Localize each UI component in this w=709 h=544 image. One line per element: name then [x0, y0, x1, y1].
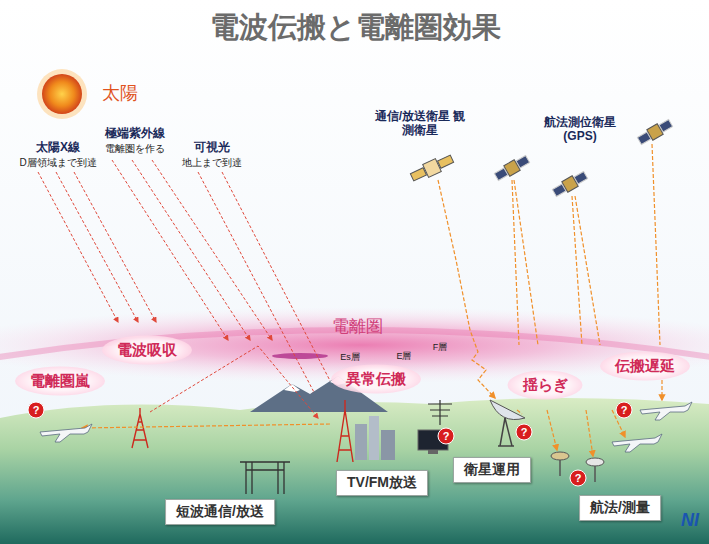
logo: NI [681, 510, 699, 531]
ray-name: 極端紫外線 [105, 127, 165, 141]
node-text: TV/FM放送 [347, 474, 417, 492]
effect-oval: 電波吸収 [102, 336, 192, 365]
node-text: 揺らぎ [523, 376, 568, 395]
radio-tower [132, 408, 148, 448]
question-mark: ? [28, 402, 45, 419]
sun-label: 太陽 [102, 83, 138, 104]
effect-oval: 伝搬遅延 [600, 352, 690, 381]
effect-oval: 揺らぎ [508, 371, 583, 400]
application-box: 航法/測量 [579, 495, 661, 521]
ray-note: 地上まで到達 [182, 157, 242, 169]
sun [37, 69, 87, 119]
node-text: 電波吸収 [117, 341, 177, 360]
layer-label: Es層 [340, 352, 360, 362]
node-text: 電離圏嵐 [30, 372, 90, 391]
effect-oval: 異常伝搬 [331, 365, 421, 394]
question-mark: ? [438, 428, 455, 445]
ray-name: 可視光 [194, 141, 230, 155]
node-text: 短波通信/放送 [176, 503, 264, 521]
layer-label: F層 [433, 342, 448, 352]
satellite-label: 通信/放送衛星 観測衛星 [372, 110, 468, 138]
ray-note: 電離圏を作る [105, 143, 165, 155]
application-box: 衛星運用 [453, 457, 531, 483]
question-mark: ? [616, 402, 633, 419]
diagram-title: 電波伝搬と電離圏効果 [210, 11, 501, 44]
effect-oval: 電離圏嵐 [15, 367, 105, 396]
city [337, 400, 395, 462]
application-box: 短波通信/放送 [165, 499, 275, 525]
question-mark: ? [516, 424, 533, 441]
ray-note: D層領域まで到達 [19, 157, 96, 169]
application-box: TV/FM放送 [336, 470, 428, 496]
satellite-label: 航法測位衛星 (GPS) [538, 116, 622, 144]
node-text: 伝搬遅延 [615, 357, 675, 376]
layer-label: E層 [396, 351, 411, 361]
radio-path [82, 424, 330, 428]
ionosphere-label: 電離圏 [332, 317, 383, 337]
satellite-signal [438, 144, 662, 456]
ground [0, 398, 709, 544]
satellite [409, 118, 673, 198]
antenna-pylon [240, 462, 290, 494]
node-text: 異常伝搬 [346, 370, 406, 389]
airplane [40, 402, 692, 452]
question-mark: ? [570, 470, 587, 487]
solar-rays [38, 160, 340, 400]
node-text: 衛星運用 [464, 461, 520, 479]
ray-name: 太陽X線 [36, 141, 80, 155]
node-text: 航法/測量 [590, 499, 650, 517]
